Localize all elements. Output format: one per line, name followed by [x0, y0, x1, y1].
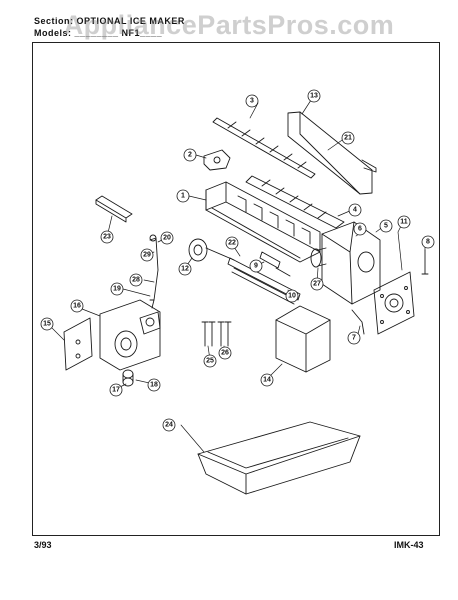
- callout-25: 25: [203, 354, 217, 368]
- callout-label: 23: [103, 234, 111, 241]
- callout-label: 25: [206, 358, 214, 365]
- footer-page-code: IMK-43: [394, 540, 424, 550]
- callout-1: 1: [176, 189, 190, 203]
- callout-label: 10: [288, 293, 296, 300]
- callout-15: 15: [40, 317, 54, 331]
- callout-label: 13: [310, 93, 318, 100]
- valve-bracket-part: [63, 317, 93, 371]
- callout-label: 2: [188, 152, 192, 159]
- callout-12: 12: [178, 262, 192, 276]
- bracket-part: [203, 149, 231, 171]
- ejector-rake-part: [212, 117, 316, 179]
- thermostat-part: [188, 238, 235, 262]
- water-valve-part: [99, 299, 161, 371]
- callout-label: 27: [313, 281, 321, 288]
- ice-bin-part: [197, 421, 361, 495]
- callout-label: 14: [263, 377, 271, 384]
- callout-16: 16: [70, 299, 84, 313]
- shield-part: [287, 111, 377, 195]
- fill-cup-part: [95, 195, 133, 223]
- callout-28: 28: [129, 273, 143, 287]
- callout-label: 20: [163, 235, 171, 242]
- model-line: Models: ________ NF1____: [34, 28, 163, 38]
- diagram-frame: [32, 42, 440, 536]
- diagram-header: Section: OPTIONAL ICE MAKER Models: ____…: [34, 16, 424, 46]
- callout-10: 10: [285, 289, 299, 303]
- callout-3: 3: [245, 94, 259, 108]
- callout-11: 11: [397, 215, 411, 229]
- callout-label: 24: [165, 422, 173, 429]
- fitting-part: [122, 369, 134, 387]
- callout-4: 4: [348, 203, 362, 217]
- callout-27: 27: [310, 277, 324, 291]
- callout-20: 20: [160, 231, 174, 245]
- screw-part: [421, 249, 429, 275]
- wire-harness-part: [227, 251, 301, 305]
- stripper-part: [245, 175, 345, 229]
- callout-18: 18: [147, 378, 161, 392]
- callout-14: 14: [260, 373, 274, 387]
- callout-label: 9: [254, 263, 258, 270]
- heater-probe-part: [149, 234, 159, 309]
- callout-29: 29: [140, 248, 154, 262]
- callout-9: 9: [249, 259, 263, 273]
- callout-label: 29: [143, 252, 151, 259]
- mounting-plate-part: [373, 271, 415, 335]
- callout-7: 7: [347, 331, 361, 345]
- callout-label: 15: [43, 321, 51, 328]
- callout-21: 21: [341, 131, 355, 145]
- callout-26: 26: [218, 346, 232, 360]
- callout-23: 23: [100, 230, 114, 244]
- callout-label: 16: [73, 303, 81, 310]
- callout-22: 22: [225, 236, 239, 250]
- callout-label: 8: [426, 239, 430, 246]
- callout-label: 7: [352, 335, 356, 342]
- callout-label: 28: [132, 277, 140, 284]
- callout-8: 8: [421, 235, 435, 249]
- callout-label: 17: [112, 387, 120, 394]
- callout-label: 19: [113, 286, 121, 293]
- callout-19: 19: [110, 282, 124, 296]
- callout-24: 24: [162, 418, 176, 432]
- callout-5: 5: [379, 219, 393, 233]
- screws-part: [201, 321, 232, 347]
- callout-label: 3: [250, 98, 254, 105]
- callout-label: 12: [181, 266, 189, 273]
- callout-label: 11: [400, 219, 408, 226]
- callout-label: 4: [353, 207, 357, 214]
- callout-label: 21: [344, 135, 352, 142]
- control-housing-part: [310, 221, 381, 305]
- callout-label: 6: [358, 226, 362, 233]
- section-title: Section: OPTIONAL ICE MAKER: [34, 16, 185, 26]
- callout-label: 5: [384, 223, 388, 230]
- callout-6: 6: [353, 222, 367, 236]
- bail-arm-part: [351, 309, 365, 335]
- footer-date: 3/93: [34, 540, 52, 550]
- callout-label: 18: [150, 382, 158, 389]
- callout-13: 13: [307, 89, 321, 103]
- callout-label: 1: [181, 193, 185, 200]
- callout-17: 17: [109, 383, 123, 397]
- callout-label: 22: [228, 240, 236, 247]
- callout-2: 2: [183, 148, 197, 162]
- cover-part: [275, 305, 331, 373]
- ice-mold-part: [205, 181, 321, 263]
- callout-label: 26: [221, 350, 229, 357]
